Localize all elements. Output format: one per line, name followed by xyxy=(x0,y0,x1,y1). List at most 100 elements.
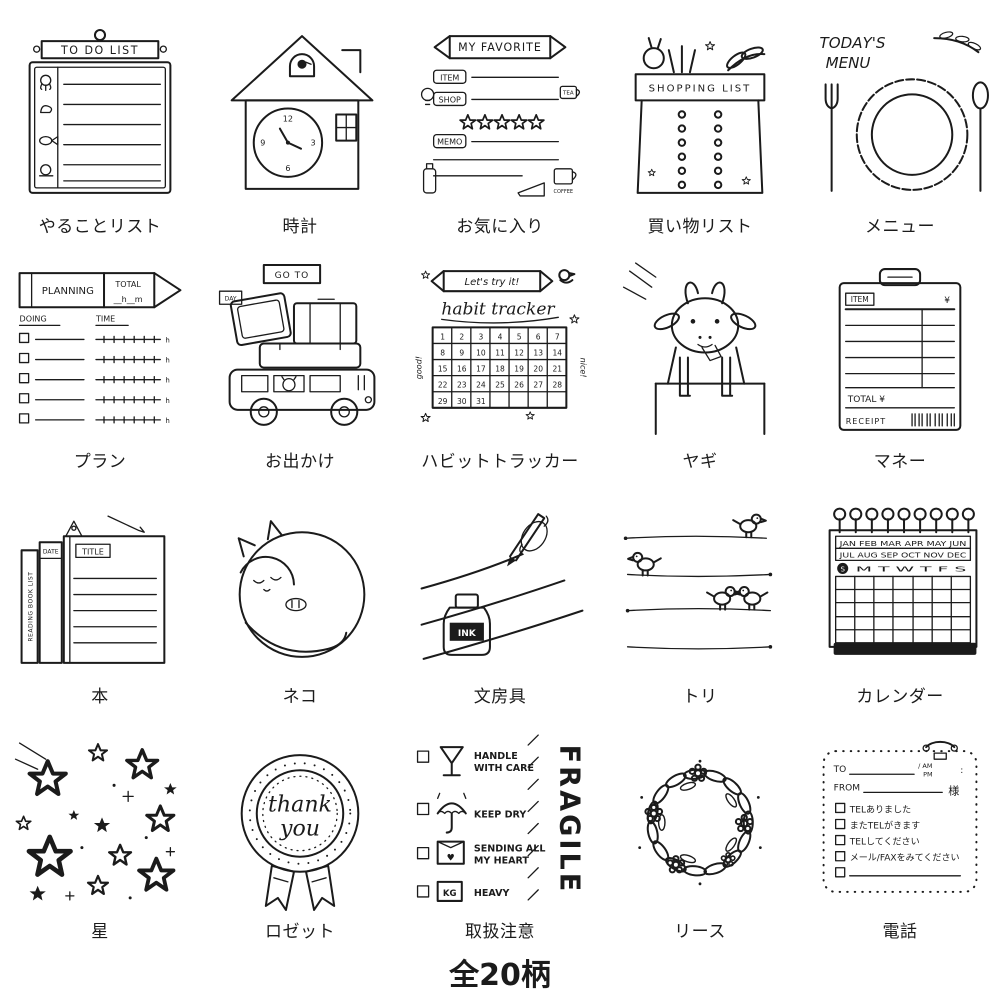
caution-keepdry: KEEP DRY xyxy=(474,809,527,820)
plan-total: TOTAL xyxy=(114,280,141,289)
stamp-cell-goat: ヤギ xyxy=(600,239,800,474)
plate-center xyxy=(870,93,954,176)
svg-text:31: 31 xyxy=(476,397,486,406)
bird-2 xyxy=(627,551,662,577)
stamp-cell-todo: TO DO LIST やることリスト xyxy=(0,4,200,239)
paper-scrap xyxy=(701,344,722,362)
stamp-cell-caution: HANDLE WITH CARE KEEP DRY ♥ SENDING ALL … xyxy=(400,709,600,944)
money-item: ITEM xyxy=(851,295,869,304)
book-title: TITLE xyxy=(81,547,104,556)
svg-text:18: 18 xyxy=(495,365,505,374)
stamp-label-book: 本 xyxy=(91,687,109,707)
pen-in-hand xyxy=(507,513,549,567)
stamp-cell-phone: TO / AM PM : FROM 様 TELありました またTELがきます T… xyxy=(800,709,1000,944)
stamp-label-outing: お出かけ xyxy=(265,452,335,472)
star-rating xyxy=(459,113,545,130)
goat-horns xyxy=(684,281,726,305)
stamp-label-clock: 時計 xyxy=(282,217,318,237)
phone-am: / AM xyxy=(918,762,932,770)
stamp-label-habit: ハビットトラッカー xyxy=(421,452,579,472)
stamp-label-goat: ヤギ xyxy=(682,452,718,472)
caution-sending-2: MY HEART xyxy=(474,856,530,867)
tea-cup-icon: TEA xyxy=(559,85,581,100)
stamp-cell-money: ITEM ¥ TOTAL ¥ RECEIPT マネー xyxy=(800,239,1000,474)
caution-handle-1: HANDLE xyxy=(474,751,518,762)
stamp-cell-plan: PLANNING TOTAL __h__m DOING TIME h h h h… xyxy=(0,239,200,474)
cat-tail xyxy=(244,621,348,653)
habit-banner: Let's try it! xyxy=(465,277,520,288)
stamp-label-calendar: カレンダー xyxy=(856,687,944,707)
svg-text:17: 17 xyxy=(476,365,486,374)
cat-ear-right xyxy=(266,520,283,541)
svg-text:13: 13 xyxy=(533,349,543,358)
caution-sending-1: SENDING ALL xyxy=(474,844,546,855)
stamp-label-cat: ネコ xyxy=(282,687,318,707)
star-stamp xyxy=(14,742,177,901)
stamp-cell-wreath: リース xyxy=(600,709,800,944)
stamp-label-caution: 取扱注意 xyxy=(465,922,535,942)
money-yen: ¥ xyxy=(944,296,950,306)
rosette-stamp: thank you xyxy=(240,754,360,911)
svg-text:5: 5 xyxy=(517,332,522,341)
favorite-shop: SHOP xyxy=(439,95,461,104)
stamp-cell-rosette: thank you ロゼット xyxy=(200,709,400,944)
ribbon-left xyxy=(264,864,295,911)
money-receipt: RECEIPT xyxy=(846,417,887,426)
phone-to: TO xyxy=(833,765,847,775)
bird-doodle xyxy=(558,269,576,284)
months-row-1: JAN FEB MAR APR MAY JUN xyxy=(838,539,966,548)
stamp-label-todo: やることリスト xyxy=(38,217,162,237)
plan-time: TIME xyxy=(95,314,115,323)
svg-text:h: h xyxy=(165,396,169,405)
stamp-cell-stationery: INK 文房具 xyxy=(400,474,600,709)
animal-doodles xyxy=(39,74,59,177)
pencil-shape xyxy=(18,272,182,309)
stamp-cell-cat: ネコ xyxy=(200,474,400,709)
svg-text:6: 6 xyxy=(536,332,541,341)
coffee-cup-icon: COFFEE xyxy=(554,168,577,195)
dog-icon xyxy=(282,378,296,392)
sparkles xyxy=(65,790,176,901)
goto-flag: GO TO xyxy=(275,271,310,281)
habit-script: habit tracker xyxy=(441,299,555,319)
book-stamp: READING BOOK LIST DATE TITLE xyxy=(20,515,166,664)
svg-text:KG: KG xyxy=(443,889,457,899)
svg-text:メール/FAXをみてください: メール/FAXをみてください xyxy=(850,853,960,864)
phone-colon: : xyxy=(960,766,963,776)
phone-pm: PM xyxy=(923,770,933,778)
money-total: TOTAL ¥ xyxy=(847,395,886,405)
favorite-memo: MEMO xyxy=(437,138,462,147)
ribbon-right xyxy=(305,864,336,911)
kg-icon: KG xyxy=(436,880,463,902)
spiral-binding xyxy=(833,507,975,534)
sunday-badge: S xyxy=(840,564,845,573)
svg-text:29: 29 xyxy=(438,397,448,406)
plate-rim xyxy=(855,78,969,191)
todo-title: TO DO LIST xyxy=(60,44,139,57)
phone-icon xyxy=(922,740,958,760)
stamp-cell-book: READING BOOK LIST DATE TITLE 本 xyxy=(0,474,200,709)
caution-stamp: HANDLE WITH CARE KEEP DRY ♥ SENDING ALL … xyxy=(416,734,584,902)
clock-9: 9 xyxy=(260,139,265,148)
scalloped-border xyxy=(822,750,978,893)
fragile-text: FRAGILE xyxy=(553,745,584,895)
stamp-label-stationery: 文房具 xyxy=(473,687,527,707)
phone-checklist: TELありました またTELがきます TELしてください メール/FAXをみてく… xyxy=(835,802,961,878)
closed-eyes xyxy=(253,576,282,584)
svg-text:24: 24 xyxy=(476,381,486,390)
stamp-cell-star: 星 xyxy=(0,709,200,944)
svg-text:h: h xyxy=(165,376,169,385)
svg-text:h: h xyxy=(165,335,169,344)
stamp-cell-shopping: SHOPPING LIST 買い物リスト xyxy=(600,4,800,239)
rosette-line1: thank xyxy=(268,791,332,817)
svg-text:27: 27 xyxy=(533,381,543,390)
svg-text:7: 7 xyxy=(555,332,560,341)
svg-text:11: 11 xyxy=(495,349,505,358)
svg-text:TELしてください: TELしてください xyxy=(849,837,920,848)
ink-label: INK xyxy=(458,629,477,639)
plan-rows: h h h h h xyxy=(18,332,170,425)
svg-text:8: 8 xyxy=(440,349,445,358)
svg-text:2: 2 xyxy=(459,332,464,341)
stamp-label-money: マネー xyxy=(873,452,927,472)
favorite-stamp: MY FAVORITE ITEM SHOP MEMO TEA xyxy=(420,35,581,197)
